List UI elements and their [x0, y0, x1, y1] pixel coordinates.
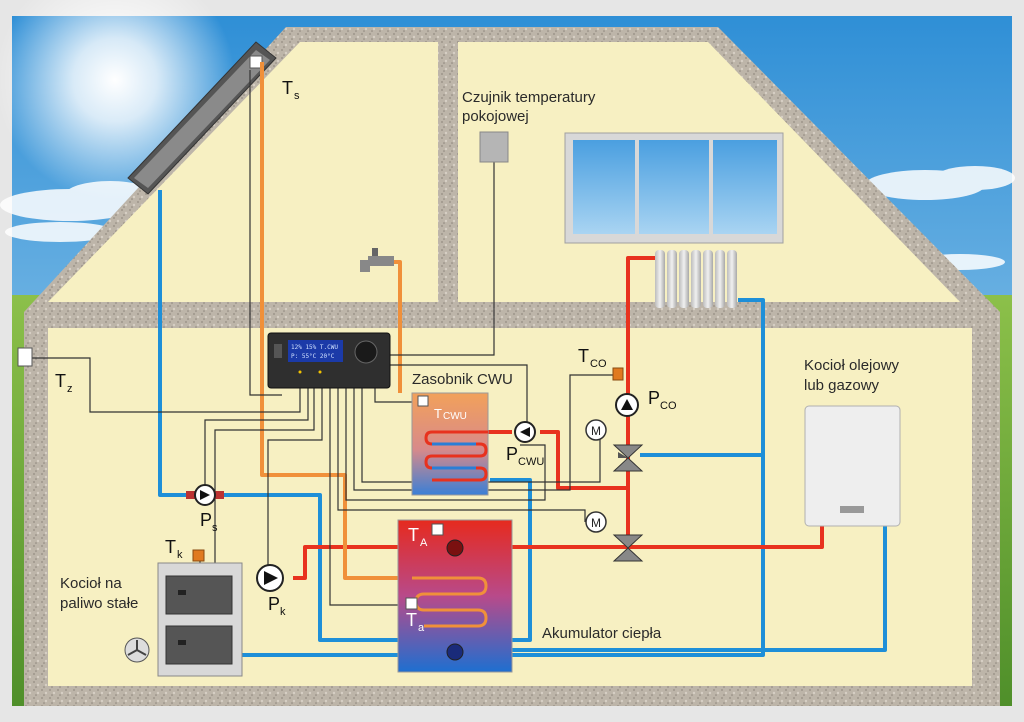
pump-pcwu — [514, 421, 536, 443]
symbol-ts: T s — [282, 78, 300, 102]
symbol-tA: T A — [408, 525, 428, 549]
svg-text:s: s — [212, 522, 218, 534]
dhw-tank — [411, 392, 489, 496]
svg-text:P: P — [648, 388, 660, 408]
controller-display-line-1: 12% 15% T.CWU — [291, 344, 338, 351]
svg-text:pokojowej: pokojowej — [462, 108, 529, 125]
motor-upper-label: M — [591, 424, 601, 438]
tco-sensor — [612, 367, 624, 381]
window — [564, 132, 784, 244]
svg-text:CO: CO — [660, 400, 677, 412]
room-sensor-label: Czujnik temperatury pokojowej — [462, 89, 596, 125]
solid-fuel-boiler-label: Kocioł na paliwo stałe — [60, 575, 138, 612]
cold-pipes — [158, 190, 887, 657]
tcwu-sensor — [417, 395, 429, 407]
room-temperature-sensor — [479, 131, 509, 163]
oil-gas-boiler-label: Kocioł olejowy lub gazowy — [804, 357, 900, 394]
svg-text:Kocioł olejowy: Kocioł olejowy — [804, 357, 900, 374]
svg-text:T: T — [434, 406, 442, 421]
svg-text:T: T — [406, 610, 417, 630]
solid-fuel-boiler — [124, 549, 243, 677]
pump-ps — [186, 484, 224, 506]
svg-text:z: z — [67, 383, 73, 395]
symbol-tco: T CO — [578, 346, 607, 370]
motor-lower-label: M — [591, 516, 601, 530]
mixing-valve-lower: M — [585, 511, 644, 562]
symbol-tk: T k — [165, 537, 183, 561]
symbol-pco: P CO — [648, 388, 677, 412]
motor-lower — [585, 511, 607, 533]
svg-text:Czujnik temperatury: Czujnik temperatury — [462, 89, 596, 106]
symbol-ta: T a — [406, 610, 425, 634]
heat-accumulator — [397, 519, 513, 673]
motor-upper — [585, 419, 607, 441]
svg-text:k: k — [177, 549, 183, 561]
solar-collector — [127, 41, 277, 195]
attic-left-room — [48, 42, 438, 302]
svg-text:P: P — [506, 444, 518, 464]
controller-knob — [354, 340, 378, 364]
svg-text:T: T — [55, 371, 66, 391]
svg-text:paliwo stałe: paliwo stałe — [60, 595, 138, 612]
dhw-tank-label: Zasobnik CWU — [412, 371, 513, 388]
svg-text:lub gazowy: lub gazowy — [804, 377, 880, 394]
symbol-pk: P k — [268, 594, 286, 618]
mixing-valve-upper: M — [585, 419, 644, 472]
svg-text:T: T — [165, 537, 176, 557]
symbol-tz: T z — [55, 371, 73, 395]
svg-text:a: a — [418, 622, 425, 634]
controller-display-line-2: P: 55°C 20°C — [291, 353, 335, 360]
pump-pco — [615, 393, 639, 417]
svg-text:CO: CO — [590, 358, 607, 370]
tA-sensor — [431, 523, 444, 536]
svg-text:A: A — [420, 537, 428, 549]
svg-text:T: T — [578, 346, 589, 366]
svg-text:T: T — [282, 78, 293, 98]
svg-text:P: P — [200, 510, 212, 530]
svg-text:T: T — [408, 525, 419, 545]
svg-text:s: s — [294, 90, 300, 102]
tk-sensor — [192, 549, 205, 562]
pump-pk — [256, 564, 284, 592]
tz-outdoor-sensor — [17, 347, 33, 367]
svg-text:P: P — [268, 594, 280, 614]
oil-gas-boiler — [804, 405, 901, 527]
symbol-pcwu: P CWU — [506, 444, 544, 468]
controller: 12% 15% T.CWU P: 55°C 20°C — [267, 332, 391, 389]
svg-text:CWU: CWU — [443, 411, 467, 422]
radiator — [655, 250, 737, 308]
symbol-ps: P s — [200, 510, 218, 534]
heat-accumulator-label: Akumulator ciepła — [542, 625, 662, 642]
svg-text:k: k — [280, 606, 286, 618]
svg-text:Kocioł na: Kocioł na — [60, 575, 122, 592]
ta-sensor — [405, 597, 418, 610]
symbol-tcwu: T CWU — [434, 406, 467, 422]
faucet — [360, 248, 394, 272]
svg-text:CWU: CWU — [518, 456, 544, 468]
